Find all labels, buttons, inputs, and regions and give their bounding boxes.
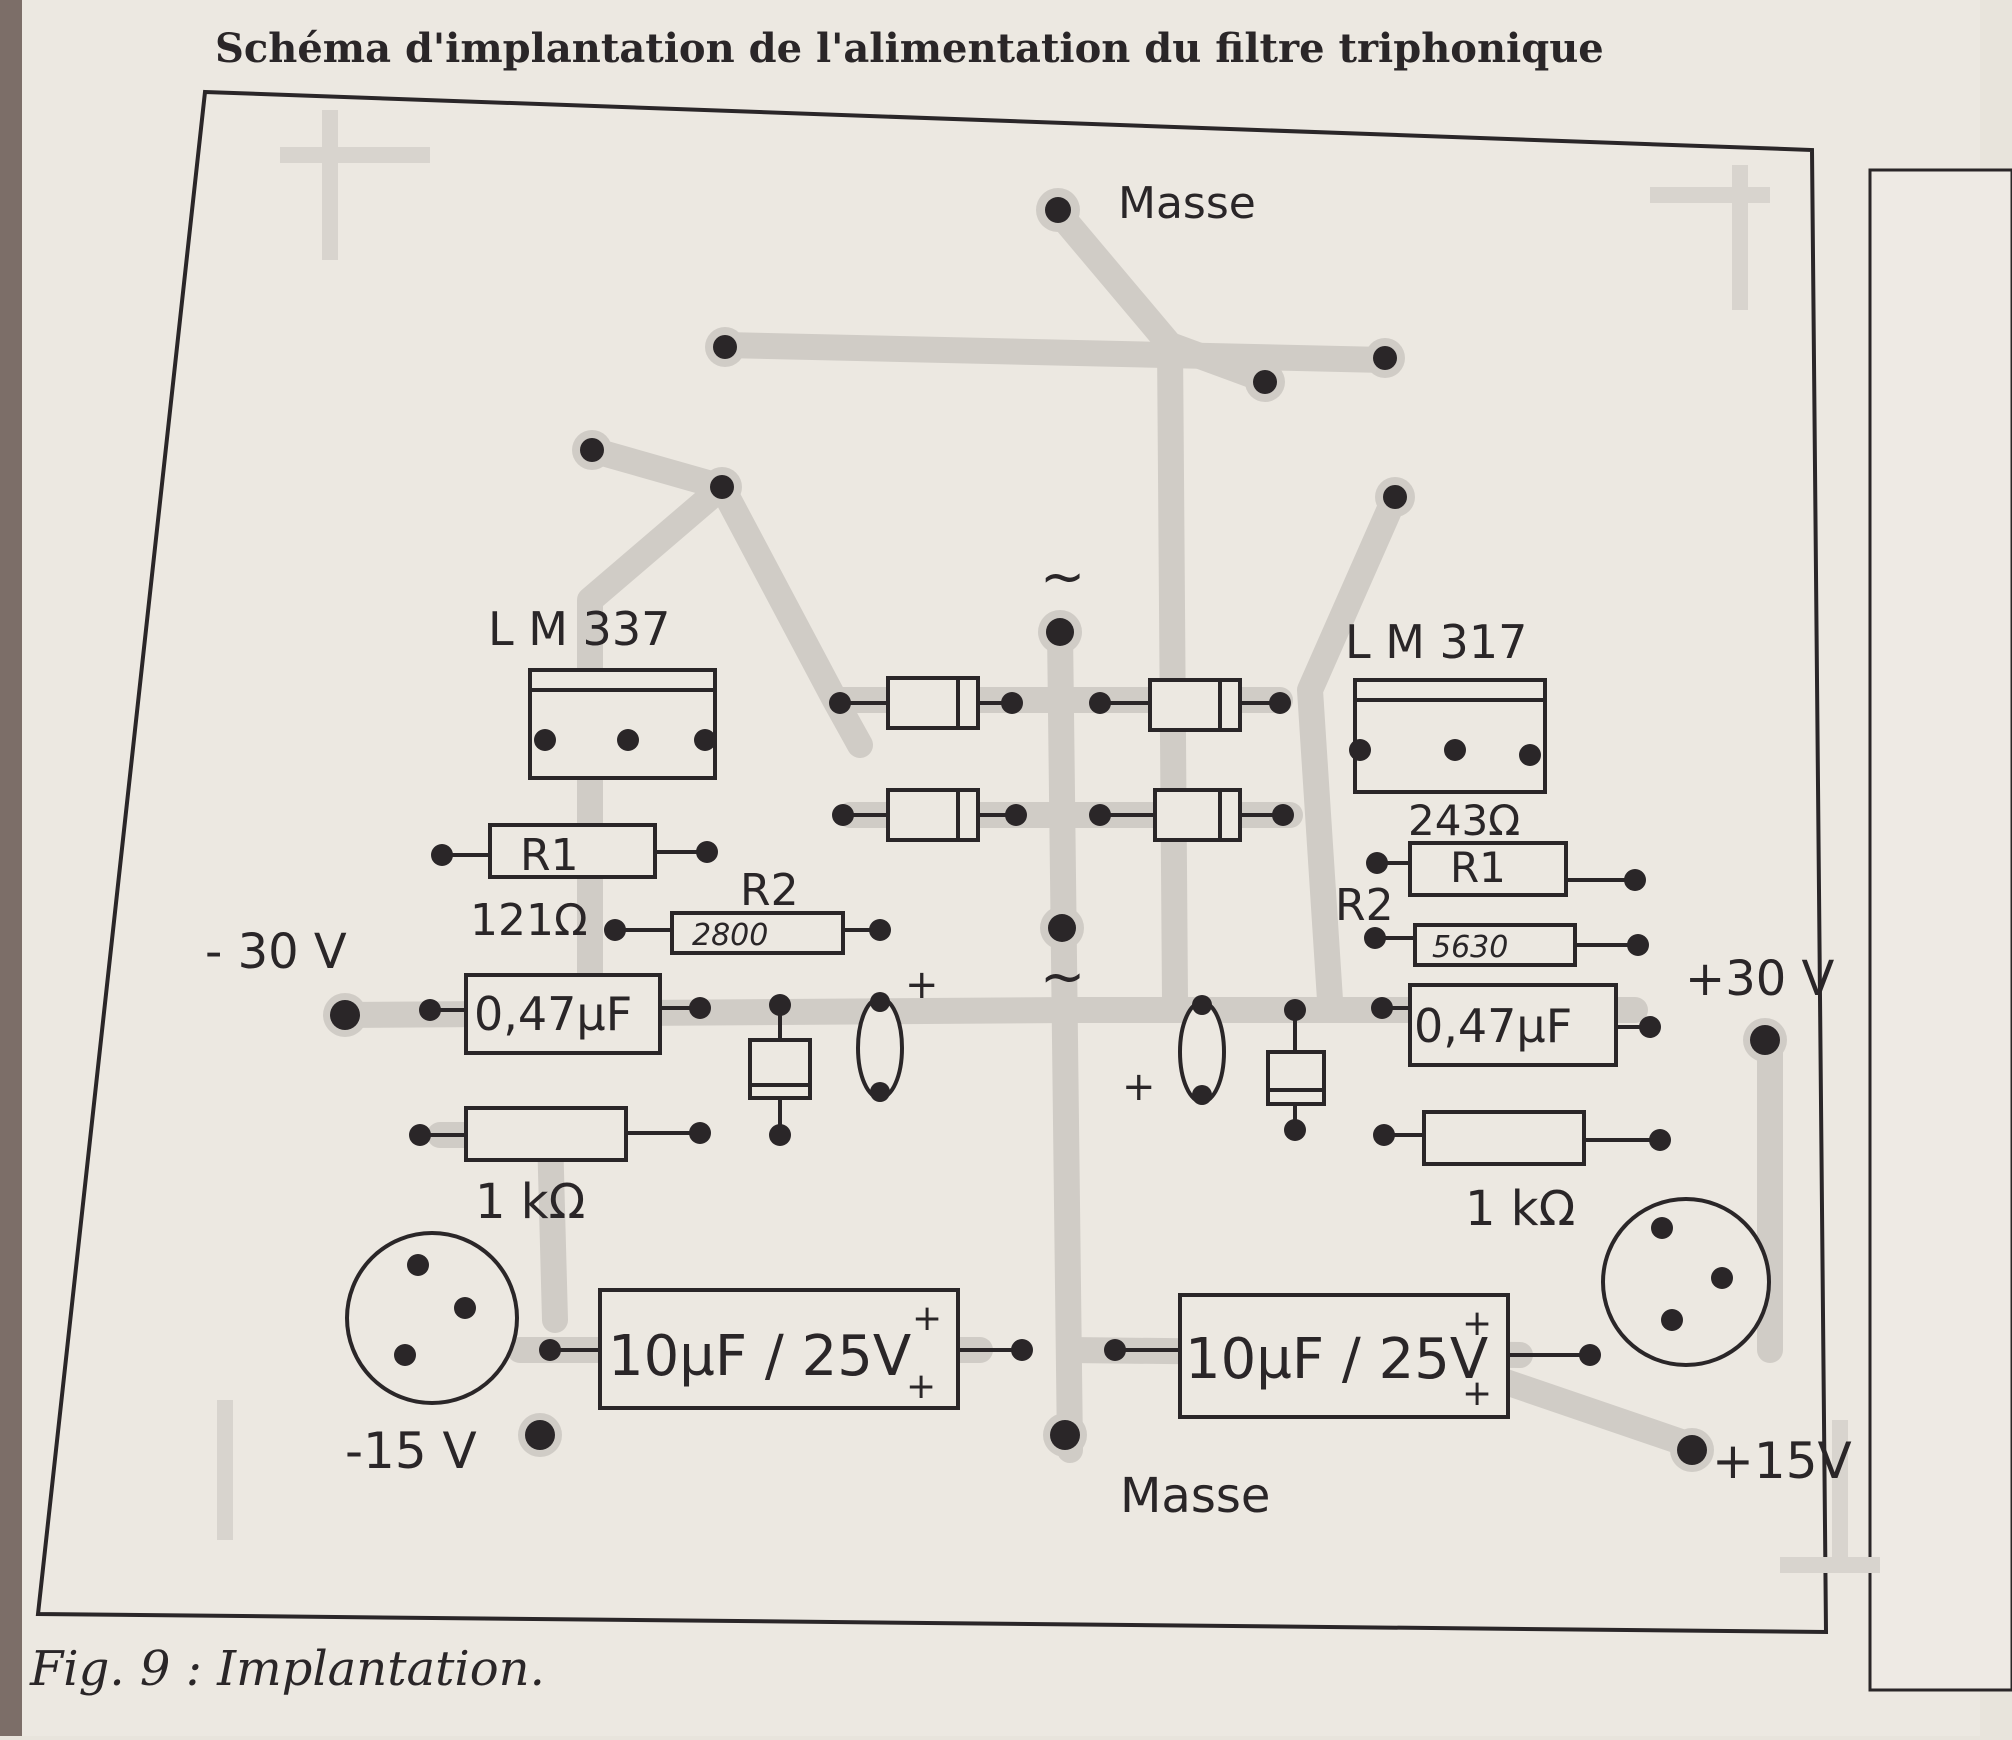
left-r2-label: R2 <box>740 865 799 916</box>
left-elec-cap <box>598 1288 960 1410</box>
minus-30v-label: - 30 V <box>205 924 347 980</box>
masse-bottom-label: Masse <box>1120 1468 1270 1524</box>
right-elec-cap <box>1178 1293 1510 1419</box>
left-r1-label: R1 <box>520 830 579 881</box>
right-transistor-outline <box>1601 1197 1771 1367</box>
diode-bottom-right <box>1153 788 1242 842</box>
right-r1-label: R1 <box>1450 843 1506 892</box>
right-small-diode <box>1266 1050 1326 1106</box>
left-1k-label: 1 kΩ <box>475 1174 585 1230</box>
left-elec-plus-bottom: + <box>906 1366 936 1407</box>
right-r2-resistor <box>1413 923 1577 967</box>
left-r1-value: 121Ω <box>470 895 588 946</box>
lm317-regulator <box>1353 678 1547 794</box>
reverse-markings <box>217 110 1880 1573</box>
left-cap-label: 0,47µF <box>474 987 632 1041</box>
left-elec-label: 10µF / 25V <box>608 1324 911 1389</box>
right-r1-resistor <box>1408 841 1568 897</box>
ac-top-label: ~ <box>1040 545 1085 608</box>
right-1k-label: 1 kΩ <box>1465 1181 1575 1237</box>
plus-15v-label: +15V <box>1712 1432 1852 1490</box>
lm337-label: L M 337 <box>488 602 670 656</box>
plus-30v-label: +30 V <box>1685 951 1835 1007</box>
left-r2-resistor <box>670 911 845 955</box>
left-elec-plus-top: + <box>912 1298 942 1339</box>
right-tantalum-plus: + <box>1122 1064 1156 1110</box>
right-cap-label: 0,47µF <box>1414 999 1572 1053</box>
left-r2-value: 2800 <box>692 918 768 953</box>
right-r2-label: R2 <box>1335 880 1394 931</box>
right-r1-value: 243Ω <box>1408 796 1520 845</box>
left-tantalum-plus: + <box>905 962 939 1008</box>
right-r2-value: 5630 <box>1432 930 1508 965</box>
minus-15v-label: -15 V <box>345 1422 477 1480</box>
solder-pads <box>323 188 1787 1472</box>
right-1k-resistor <box>1422 1110 1586 1166</box>
diode-top-left <box>886 676 980 730</box>
left-small-diode <box>748 1038 812 1100</box>
page-title: Schéma d'implantation de l'alimentation … <box>215 25 1604 72</box>
left-transistor-outline <box>345 1231 519 1405</box>
left-r1-resistor <box>488 823 657 879</box>
left-1k-resistor <box>464 1106 628 1162</box>
diode-bottom-left <box>886 788 980 842</box>
right-cap-047uf <box>1408 983 1618 1067</box>
right-elec-plus-top: + <box>1462 1303 1492 1344</box>
diagram-frame <box>35 89 1829 1635</box>
diode-top-right <box>1148 678 1242 732</box>
lm317-label: L M 317 <box>1345 615 1527 669</box>
right-elec-plus-bottom: + <box>1462 1373 1492 1414</box>
book-edge <box>0 0 22 1736</box>
adjacent-column <box>1868 168 2012 1692</box>
masse-top-label: Masse <box>1118 178 1256 229</box>
left-cap-047uf <box>464 973 662 1055</box>
figure-caption: Fig. 9 : Implantation. <box>29 1641 545 1697</box>
lm337-regulator <box>528 668 717 780</box>
right-elec-label: 10µF / 25V <box>1185 1327 1488 1392</box>
ac-bottom-label: ~ <box>1040 945 1085 1008</box>
